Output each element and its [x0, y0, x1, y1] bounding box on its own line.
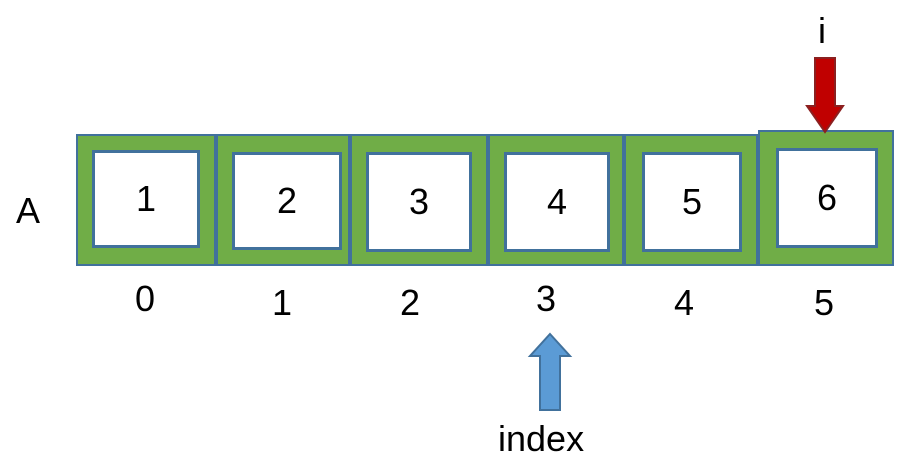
- index-label-0: 0: [134, 278, 156, 319]
- array-cell-0: 1: [76, 134, 216, 266]
- index-label-1: 1: [271, 282, 293, 323]
- pointer-index-arrow-icon: [527, 332, 573, 411]
- index-label-4: 4: [673, 282, 695, 323]
- cell-value-4: 5: [642, 152, 742, 252]
- pointer-i-arrow-icon: [805, 57, 845, 134]
- index-label-3: 3: [535, 278, 557, 319]
- array-cell-5: 6: [758, 130, 894, 266]
- cell-value-5: 6: [776, 148, 878, 248]
- pointer-index-label: index: [498, 418, 585, 459]
- cell-value-3: 4: [504, 152, 610, 252]
- index-label-5: 5: [813, 282, 835, 323]
- cell-value-0: 1: [92, 150, 200, 248]
- cell-value-2: 3: [366, 152, 472, 252]
- array-name-label: A: [16, 190, 41, 231]
- pointer-i-label: i: [818, 10, 826, 51]
- index-label-2: 2: [399, 282, 421, 323]
- array-cell-2: 3: [350, 134, 488, 266]
- cell-value-1: 2: [232, 152, 342, 250]
- array-cell-3: 4: [488, 134, 624, 266]
- array-cell-1: 2: [216, 134, 350, 266]
- array-cell-4: 5: [624, 134, 758, 266]
